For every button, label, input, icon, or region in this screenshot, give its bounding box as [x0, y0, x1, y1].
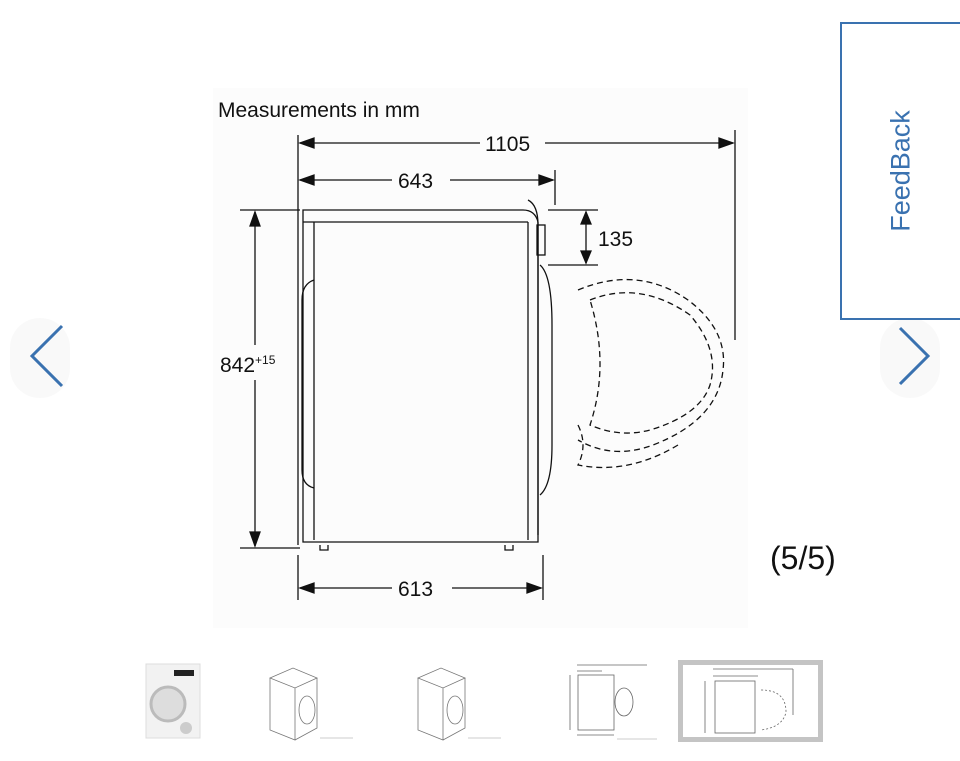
- thumbnail-5-selected[interactable]: [678, 660, 823, 742]
- dim-842: 842+15: [220, 353, 276, 377]
- dim-1105: 1105: [485, 133, 530, 156]
- dryer-photo-thumbnail: [145, 663, 201, 739]
- thumbnail-4[interactable]: [562, 660, 662, 742]
- chevron-left-icon: [29, 324, 64, 388]
- measurements-caption: Measurements in mm: [218, 99, 420, 122]
- feedback-label: FeedBack: [885, 110, 916, 232]
- isometric-drawing-thumbnail: [268, 667, 353, 741]
- dimension-drawing-thumbnail: [704, 668, 794, 734]
- thumbnail-3[interactable]: [413, 660, 503, 742]
- previous-image-button[interactable]: [10, 318, 70, 398]
- dim-643: 643: [398, 170, 433, 193]
- chevron-right-icon: [898, 326, 931, 386]
- main-product-image: Measurements in mm 1105 643 135 842+15 6…: [213, 88, 748, 628]
- thumbnail-1[interactable]: [142, 660, 204, 740]
- image-counter: (5/5): [770, 540, 836, 576]
- dimension-drawing-thumbnail: [569, 664, 657, 740]
- dim-613: 613: [398, 578, 433, 601]
- thumbnail-2[interactable]: [265, 660, 355, 742]
- next-image-button[interactable]: [880, 318, 940, 398]
- isometric-drawing-thumbnail: [416, 667, 501, 741]
- dim-135: 135: [598, 228, 633, 251]
- feedback-button[interactable]: FeedBack: [840, 22, 960, 320]
